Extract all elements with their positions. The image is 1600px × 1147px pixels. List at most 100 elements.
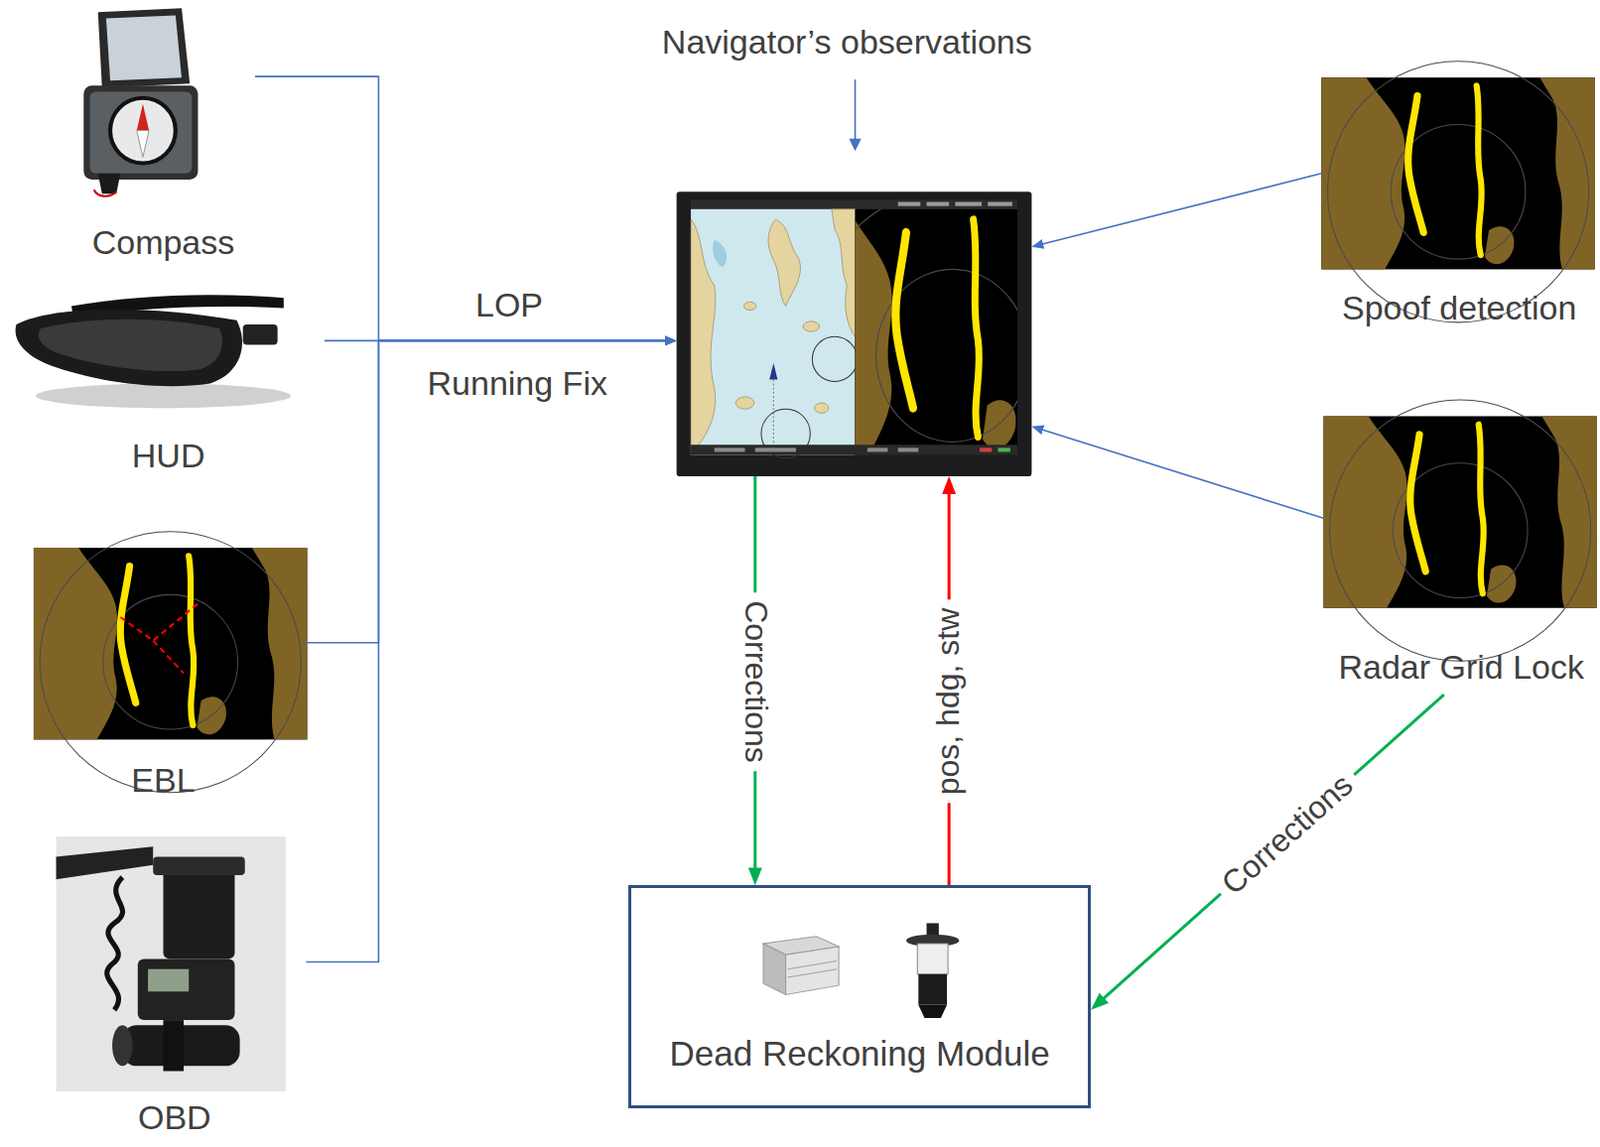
speed-log-sensor-icon	[906, 923, 959, 1019]
imu-unit-icon	[786, 946, 839, 995]
ecdis-display	[987, 202, 1013, 207]
ecdis-display	[831, 209, 856, 338]
speed-log-sensor-icon	[918, 974, 947, 1006]
connector-arrow	[255, 76, 671, 341]
connector-label: Corrections	[735, 592, 775, 772]
obd-device-photo	[162, 867, 235, 960]
obd-node: OBD	[42, 832, 306, 1140]
compass-illustration	[136, 104, 149, 132]
ecdis-display	[898, 202, 922, 207]
compass-illustration	[110, 98, 176, 164]
display-node	[676, 191, 1033, 477]
radar-image-grid-lock	[1323, 400, 1598, 662]
node-caption: OBD	[137, 1098, 212, 1138]
node-caption: Spoof detection	[1341, 288, 1577, 328]
hud-node: HUD	[11, 283, 325, 480]
ecdis-display	[768, 219, 800, 306]
obd-device-photo	[56, 836, 286, 1092]
compass-illustration	[136, 131, 149, 158]
ecdis-display	[690, 219, 716, 455]
ebl-node: EBL	[20, 543, 307, 804]
compass-node: Compass	[71, 4, 256, 267]
node-caption: Radar Grid Lock	[1337, 648, 1585, 687]
node-caption: EBL	[131, 761, 195, 800]
ecdis-display	[954, 202, 982, 207]
ecdis-display	[979, 447, 992, 452]
ecdis-display	[676, 188, 1108, 524]
hud-glasses-illustration	[38, 319, 223, 372]
radar-image-grid-lock	[1323, 400, 1598, 662]
imu-unit-icon	[763, 936, 839, 996]
ebl-radar-image	[120, 602, 200, 674]
compass-illustration	[83, 7, 198, 196]
lop-label: LOP	[475, 286, 543, 326]
ecdis-display	[690, 200, 1018, 210]
compass-illustration	[83, 85, 198, 180]
connector-label: Corrections	[1207, 761, 1367, 910]
speed-log-sensor-icon	[918, 1005, 947, 1019]
ebl-radar-image	[33, 532, 308, 794]
dead-reckoning-module: Dead Reckoning Module	[628, 885, 1091, 1108]
ecdis-display	[802, 321, 819, 332]
hud-glasses-illustration	[35, 384, 291, 409]
ecdis-display	[755, 447, 797, 452]
obd-device-photo	[112, 1025, 134, 1067]
compass-illustration	[98, 173, 122, 195]
ecdis-display	[867, 447, 889, 452]
running-fix-label: Running Fix	[427, 364, 608, 403]
observation-arrow	[848, 138, 861, 151]
ecdis-display	[773, 379, 775, 445]
radar-image-spoof	[1321, 61, 1596, 323]
node-caption: HUD	[132, 436, 206, 476]
ecdis-display	[714, 447, 746, 452]
radar-grid-lock-node: Radar Grid Lock	[1323, 412, 1600, 695]
ecdis-display	[690, 444, 1018, 455]
connector-label: pos, hdg, stw	[930, 600, 969, 804]
obd-device-photo	[137, 958, 236, 1021]
radar-image-spoof	[1321, 61, 1596, 323]
observation-arrow	[854, 79, 857, 141]
obd-device-photo	[107, 877, 124, 1011]
obd-device-photo	[56, 836, 286, 1092]
ecdis-display	[712, 240, 727, 268]
spoof-detection-node: Spoof detection	[1321, 73, 1598, 332]
speed-log-sensor-icon	[917, 943, 948, 975]
connector-arrow	[1037, 173, 1322, 247]
imu-unit-icon	[763, 943, 787, 995]
ecdis-display	[813, 402, 828, 413]
ecdis-display	[797, 188, 1108, 524]
ecdis-display	[997, 447, 1010, 452]
ecdis-display	[690, 209, 856, 456]
obd-device-photo	[147, 969, 189, 993]
ecdis-display	[797, 188, 1108, 524]
obd-device-photo	[162, 1020, 184, 1071]
obd-device-photo	[152, 857, 246, 877]
observation-arrow	[848, 79, 861, 151]
ecdis-display	[927, 202, 950, 207]
obd-device-photo	[56, 846, 154, 880]
ecdis-display	[735, 397, 755, 409]
observation-label: Navigator’s observations	[662, 23, 1033, 63]
imu-unit-icon	[788, 960, 837, 977]
hud-glasses-illustration	[243, 324, 278, 346]
connector-arrow	[1097, 694, 1444, 1004]
connector-arrow	[305, 340, 670, 962]
ecdis-display	[898, 447, 920, 452]
ebl-radar-image	[33, 532, 308, 794]
ecdis-display	[769, 363, 778, 380]
ecdis-display	[811, 336, 857, 382]
compass-illustration	[106, 14, 182, 81]
node-caption: Compass	[92, 223, 236, 263]
node-caption: Dead Reckoning Module	[669, 1034, 1051, 1074]
compass-illustration	[98, 7, 191, 88]
hud-glasses-illustration	[15, 309, 243, 388]
hud-glasses-illustration	[15, 294, 291, 408]
ecdis-display	[743, 301, 756, 310]
compass-illustration	[94, 189, 118, 196]
compass-illustration	[89, 92, 192, 174]
connector-arrow	[1037, 428, 1324, 520]
connector-arrow	[305, 340, 670, 643]
